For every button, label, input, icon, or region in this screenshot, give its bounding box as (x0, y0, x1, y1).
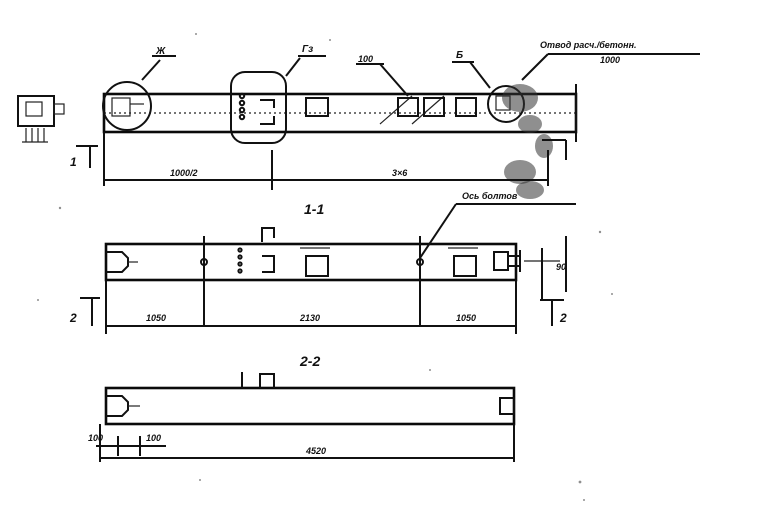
beam-section-1 (104, 242, 518, 282)
opening-1 (305, 97, 329, 117)
scan-noise (37, 33, 613, 501)
label-g: Гз (302, 44, 313, 55)
top-view: Ж Гз 100 Б (17, 40, 700, 199)
dim-4520: 4520 (305, 446, 326, 456)
label-b: Б (456, 50, 463, 61)
detail-frame-g (230, 71, 287, 144)
label-zh: Ж (155, 46, 166, 57)
detail-circle-zh (102, 81, 152, 131)
section-1-1: 1-1 90 Ось болтов 2 (69, 191, 576, 334)
dim-1050-right: 1050 (456, 313, 476, 323)
note-top-right: Отвод расч./бетонн. (540, 40, 637, 50)
dim-2130: 2130 (299, 313, 320, 323)
dim-top-right: 3×6 (392, 168, 408, 178)
section-1-title: 1-1 (304, 201, 324, 217)
section-mark-2-left: 2 (69, 311, 77, 325)
dim-100-b: 100 (146, 433, 161, 443)
section-2-2: 2-2 100 100 4520 (88, 353, 516, 462)
note-top-right-value: 1000 (600, 55, 620, 65)
dim-100-a: 100 (88, 433, 103, 443)
note-bolt-axis: Ось болтов (462, 191, 518, 201)
ink-smudge (502, 84, 553, 199)
end-detail-block (17, 95, 65, 143)
section-mark-2-right: 2 (559, 311, 567, 325)
dim-top-left: 1000/2 (170, 168, 198, 178)
section-mark-1: 1 (70, 155, 77, 169)
dim-1050-left: 1050 (146, 313, 166, 323)
section-2-title: 2-2 (299, 353, 320, 369)
label-mid: 100 (358, 54, 373, 64)
beam-section-2 (104, 386, 516, 426)
side-dim: 90 (556, 262, 566, 272)
